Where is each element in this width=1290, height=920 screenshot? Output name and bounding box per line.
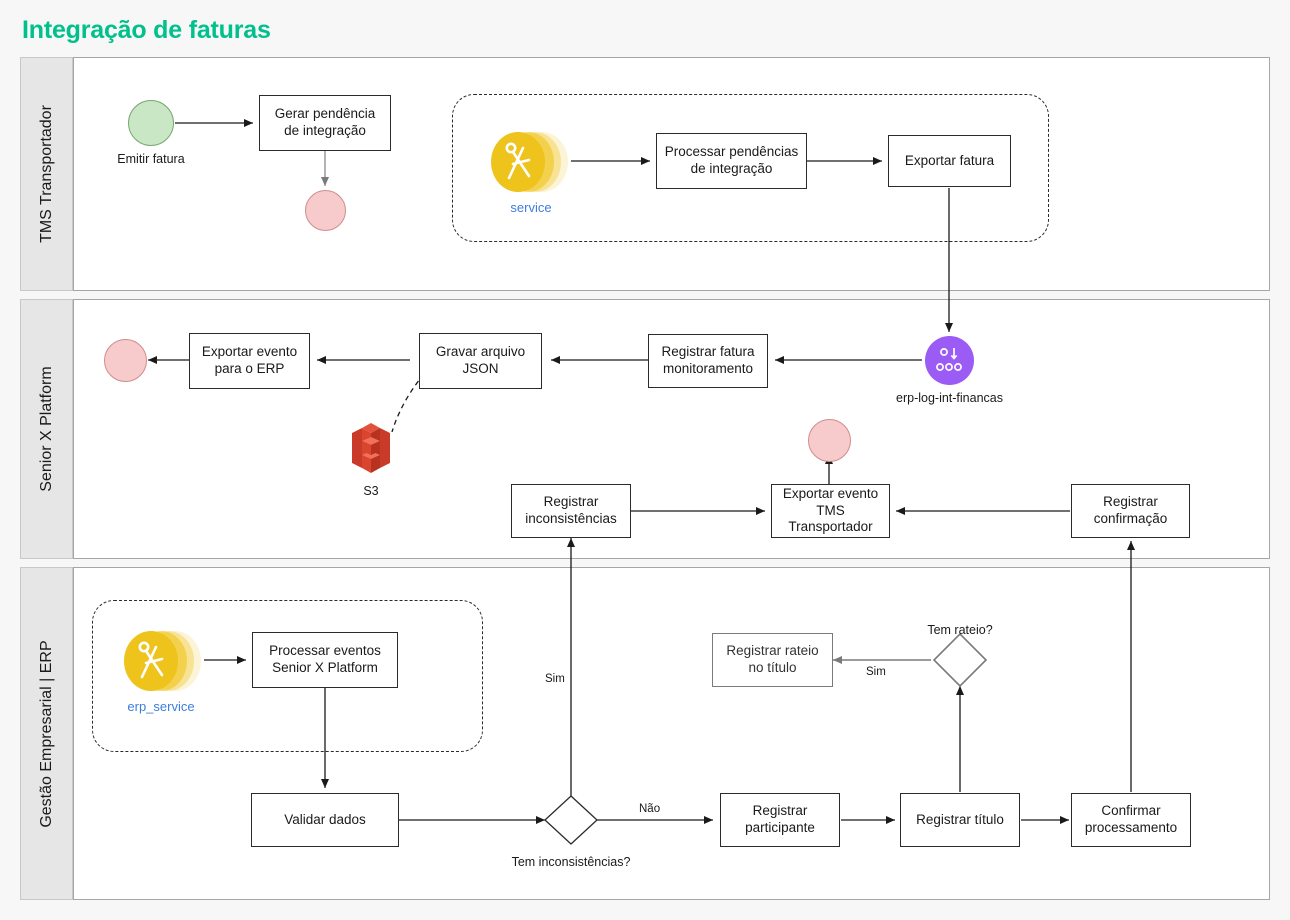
- message-topic-label: erp-log-int-financas: [896, 391, 1003, 405]
- task-registrar-inconsistencias[interactable]: Registrar inconsistências: [511, 484, 631, 538]
- flow-label-sim-inconsistencias: Sim: [545, 673, 565, 685]
- task-exportar-evento-para-o-erp[interactable]: Exportar evento para o ERP: [189, 333, 310, 389]
- task-exportar-fatura[interactable]: Exportar fatura: [888, 135, 1011, 187]
- task-registrar-titulo[interactable]: Registrar título: [900, 793, 1020, 847]
- group-container-erp-service: [92, 600, 483, 752]
- service-icon-label: service: [510, 200, 552, 215]
- lane-header-tms: TMS Transportador: [20, 57, 73, 291]
- lane-header-senior: Senior X Platform: [20, 299, 73, 559]
- flow-label-nao-inconsistencias: Não: [639, 803, 661, 815]
- page-title: Integração de faturas: [22, 16, 271, 44]
- s3-bucket-label: S3: [363, 484, 379, 498]
- lane-header-erp: Gestão Empresarial | ERP: [20, 567, 73, 900]
- gateway-tem-inconsistencias[interactable]: [544, 795, 598, 845]
- group-container-tms-service: [452, 94, 1049, 242]
- message-topic-icon[interactable]: [925, 336, 974, 390]
- end-event-tms-1[interactable]: [305, 190, 346, 231]
- gateway-tem-inconsistencias-label: Tem inconsistências?: [511, 855, 631, 869]
- task-confirmar-processamento[interactable]: Confirmar processamento: [1071, 793, 1191, 847]
- end-event-senior-2[interactable]: [808, 419, 851, 462]
- gateway-tem-rateio-label: Tem rateio?: [927, 623, 993, 637]
- task-registrar-rateio-no-titulo[interactable]: Registrar rateio no título: [712, 633, 833, 687]
- task-exportar-evento-tms-transportador[interactable]: Exportar evento TMS Transportador: [771, 484, 890, 538]
- task-processar-eventos-senior-x-platform[interactable]: Processar eventos Senior X Platform: [252, 632, 398, 688]
- task-validar-dados[interactable]: Validar dados: [251, 793, 399, 847]
- end-event-senior-1[interactable]: [104, 339, 147, 382]
- start-event-emitir-fatura-label: Emitir fatura: [117, 152, 185, 166]
- task-registrar-participante[interactable]: Registrar participante: [720, 793, 840, 847]
- gateway-tem-rateio[interactable]: [932, 632, 988, 688]
- start-event-emitir-fatura[interactable]: [128, 100, 174, 146]
- erp-service-icon-label: erp_service: [127, 699, 195, 714]
- flow-label-sim-rateio: Sim: [866, 666, 886, 678]
- service-icon[interactable]: [489, 131, 571, 198]
- task-registrar-confirmacao[interactable]: Registrar confirmação: [1071, 484, 1190, 538]
- erp-service-icon[interactable]: [122, 630, 204, 697]
- task-gerar-pendencia-de-integracao[interactable]: Gerar pendência de integração: [259, 95, 391, 151]
- task-registrar-fatura-monitoramento[interactable]: Registrar fatura monitoramento: [648, 334, 768, 388]
- task-processar-pendencias-de-integracao[interactable]: Processar pendências de integração: [656, 133, 807, 189]
- task-gravar-arquivo-json[interactable]: Gravar arquivo JSON: [419, 333, 542, 389]
- s3-bucket-icon[interactable]: [345, 417, 397, 484]
